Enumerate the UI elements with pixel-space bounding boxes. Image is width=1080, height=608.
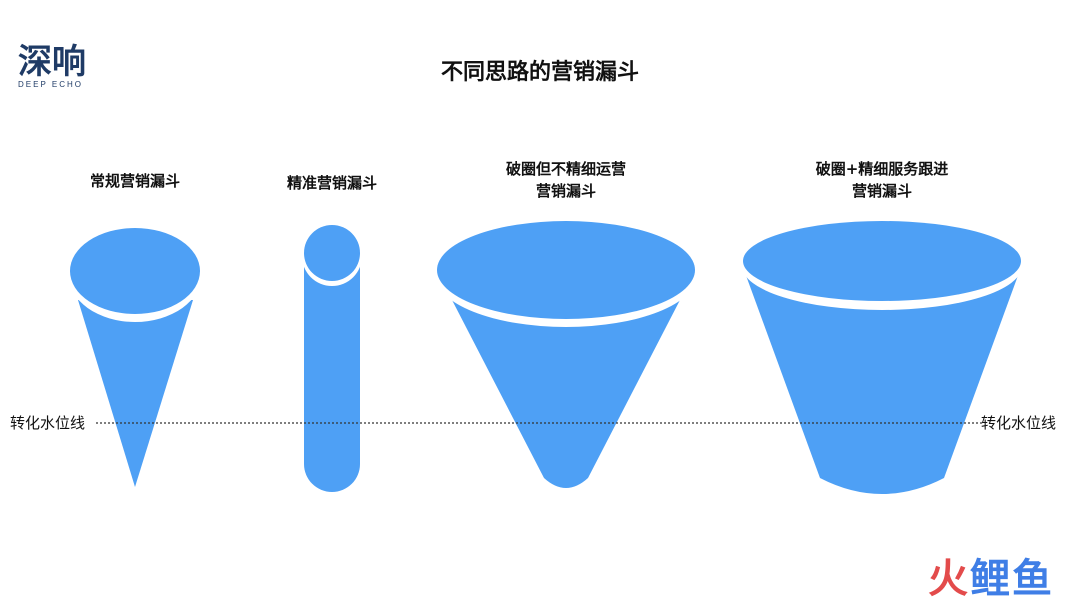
page-title: 不同思路的营销漏斗 (440, 60, 639, 85)
funnel-title-breakout: 破圈但不精细运营 营销漏斗 (466, 158, 666, 202)
funnel-breakout-refined-top (743, 221, 1021, 301)
funnel-regular-top (70, 228, 200, 314)
funnel-breakout-refined (742, 221, 1022, 494)
watermark-text-2: 鲤鱼 (970, 556, 1054, 602)
funnel-title-regular: 常规营销漏斗 (60, 170, 210, 192)
funnel-title-precise: 精准营销漏斗 (257, 172, 407, 194)
funnel-title-line: 破圈但不精细运营 (505, 160, 626, 178)
brand-logo: 深响 DEEP ECHO (18, 44, 118, 89)
watermark-logo: 火鲤鱼 (928, 546, 1054, 604)
funnel-breakout (435, 221, 697, 488)
watermark-text-1: 火 (928, 556, 970, 602)
funnel-precise-top (304, 225, 360, 281)
logo-wordmark: 深响 (18, 42, 86, 82)
conversion-level-label-left: 转化水位线 (10, 414, 86, 432)
funnel-breakout-top (437, 221, 695, 319)
logo-subtitle: DEEP ECHO (18, 80, 83, 89)
conversion-level-label-right: 转化水位线 (981, 414, 1057, 432)
funnel-regular (68, 226, 202, 487)
funnel-breakout-refined-body (744, 270, 1020, 494)
funnel-regular-body (78, 300, 193, 487)
funnel-title-line: 破圈+精细服务跟进 (815, 160, 949, 178)
funnel-title-line: 常规营销漏斗 (89, 172, 180, 190)
funnel-title-line: 营销漏斗 (851, 182, 912, 200)
funnel-title-line: 营销漏斗 (535, 182, 596, 200)
funnel-title-breakout-refined: 破圈+精细服务跟进 营销漏斗 (782, 158, 982, 202)
funnel-precise-body (304, 256, 360, 492)
funnel-precise (302, 225, 362, 492)
funnel-breakout-body (452, 300, 680, 488)
funnel-title-line: 精准营销漏斗 (286, 174, 377, 192)
